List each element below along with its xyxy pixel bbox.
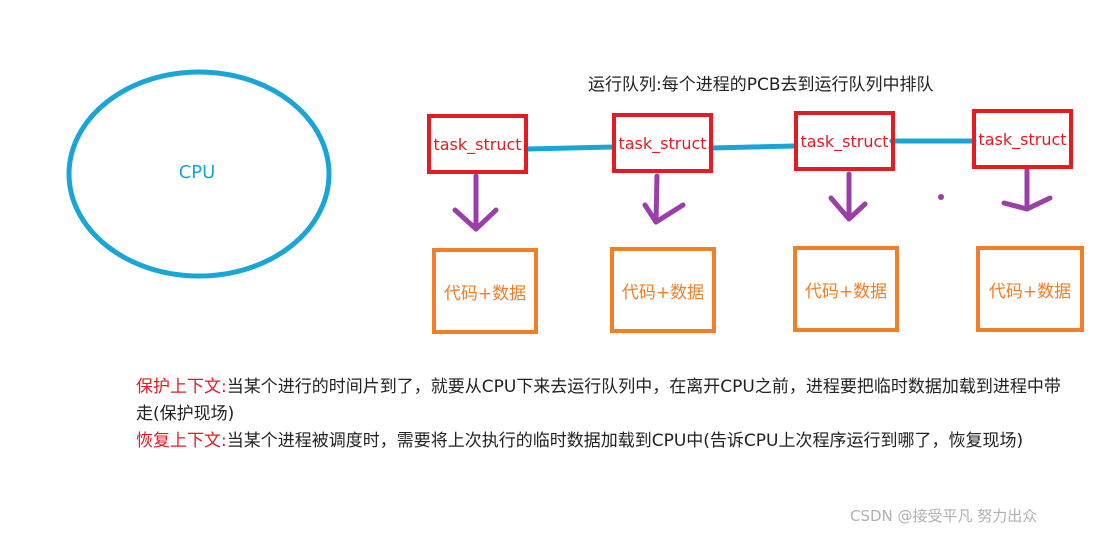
arrow-1: [452, 173, 499, 232]
save-context-text: 当某个进行的时间片到了，就要从CPU下来去运行队列中，在离开CPU之前，进程要把…: [136, 377, 1061, 424]
restore-context-text: 当某个进程被调度时，需要将上次执行的临时数据加载到CPU中(告诉CPU上次程序运…: [226, 431, 1024, 451]
queue-link-2: [708, 143, 798, 151]
arrows: [452, 165, 1053, 232]
arrow-2: [642, 173, 686, 225]
code-data-box-4: 代码+数据: [976, 246, 1084, 332]
code-data-label: 代码+数据: [988, 281, 1072, 302]
code-data-label: 代码+数据: [621, 282, 705, 303]
arrow-3: [828, 171, 868, 222]
queue-link-1: [524, 144, 616, 152]
cpu-label: CPU: [178, 162, 216, 183]
context-notes: 保护上下文:当某个进行的时间片到了，就要从CPU下来去运行队列中，在离开CPU之…: [136, 374, 1076, 455]
task-struct-box-1: task_struct: [427, 114, 528, 174]
task-struct-label: task_struct: [433, 134, 522, 154]
task-struct-box-4: task_struct: [972, 109, 1073, 169]
code-data-box-3: 代码+数据: [793, 246, 899, 332]
task-struct-label: task_struct: [618, 133, 707, 153]
cpu-ellipse: [66, 69, 332, 279]
run-queue-title: 运行队列:每个进程的PCB去到运行队列中排队: [588, 75, 934, 95]
queue-links: [524, 138, 977, 152]
save-context-note: 保护上下文:当某个进行的时间片到了，就要从CPU下来去运行队列中，在离开CPU之…: [136, 374, 1076, 428]
code-data-box-2: 代码+数据: [610, 247, 716, 333]
code-data-label: 代码+数据: [443, 283, 527, 304]
task-struct-box-3: task_struct: [794, 111, 895, 171]
stray-dot: [938, 194, 944, 200]
restore-context-note: 恢复上下文:当某个进程被调度时，需要将上次执行的临时数据加载到CPU中(告诉CP…: [136, 428, 1076, 455]
task-struct-box-2: task_struct: [612, 113, 713, 173]
code-data-label: 代码+数据: [804, 281, 888, 302]
task-struct-label: task_struct: [978, 129, 1067, 149]
save-context-label: 保护上下文:: [136, 377, 227, 397]
task-struct-label: task_struct: [800, 131, 889, 151]
restore-context-label: 恢复上下文:: [136, 431, 227, 451]
arrow-4: [1001, 165, 1053, 212]
csdn-watermark: CSDN @接受平凡 努力出众: [850, 507, 1038, 525]
code-data-box-1: 代码+数据: [432, 248, 538, 334]
